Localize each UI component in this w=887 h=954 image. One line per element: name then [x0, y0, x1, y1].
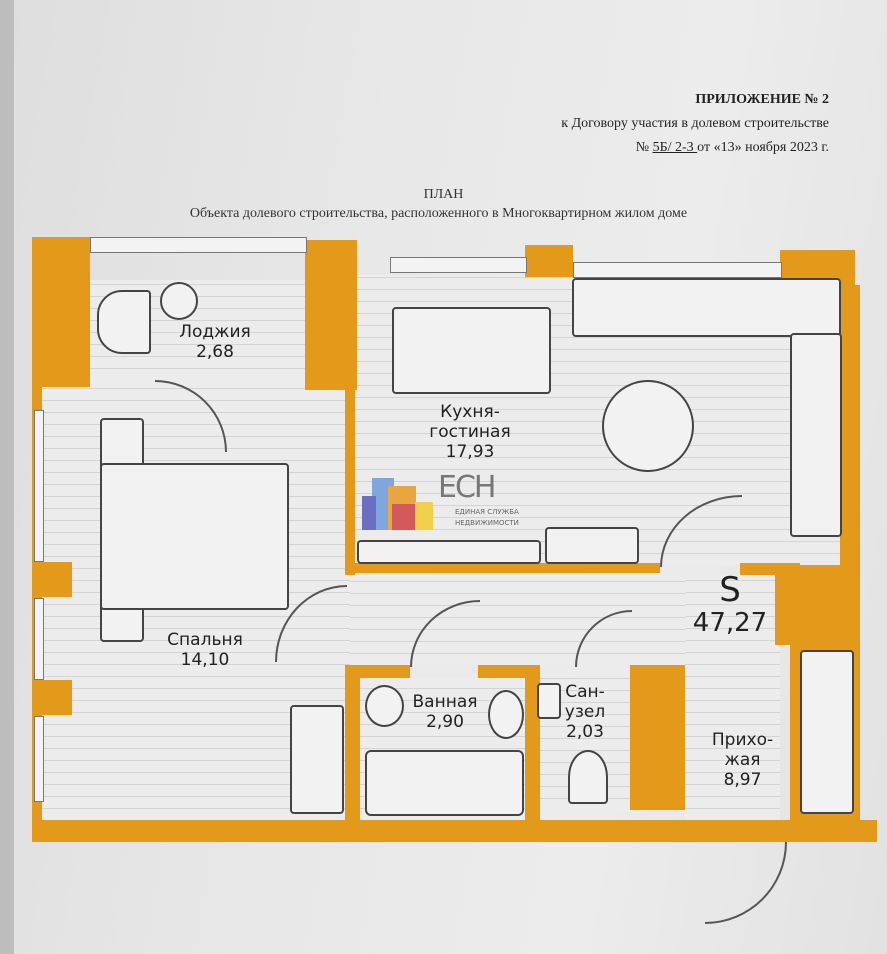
- page-edge-shadow: [0, 0, 14, 954]
- wall: [630, 665, 685, 810]
- contract-date: от «13» ноября 2023 г.: [697, 140, 829, 155]
- window: [34, 598, 44, 680]
- window: [90, 237, 307, 253]
- watermark-line2: НЕДВИЖИМОСТИ: [455, 519, 519, 527]
- room-area: 2,90: [426, 712, 464, 732]
- wall: [775, 565, 860, 645]
- room-area: 14,10: [180, 650, 230, 670]
- total-symbol: S: [719, 570, 741, 610]
- wall: [345, 665, 410, 678]
- kitchen-counter-top: [572, 278, 841, 337]
- window: [573, 262, 782, 278]
- room-name: Кухня- гостиная: [429, 402, 511, 442]
- toilet: [568, 750, 608, 804]
- room-area: 17,93: [445, 442, 495, 462]
- wall: [305, 240, 357, 390]
- watermark: ЕСН ЕДИНАЯ СЛУЖБА НЕДВИЖИМОСТИ: [360, 470, 540, 540]
- watermark-house-icon: [362, 478, 433, 530]
- tv-stand: [357, 540, 541, 564]
- window: [34, 716, 44, 802]
- wall: [525, 665, 540, 825]
- wall: [525, 245, 573, 277]
- loggia-chair: [97, 290, 151, 354]
- number-sign: №: [635, 140, 650, 155]
- washing-machine: [365, 685, 404, 727]
- dining-table: [602, 380, 694, 472]
- wall: [345, 665, 360, 825]
- wall: [478, 665, 540, 678]
- room-area: 2,68: [196, 342, 234, 362]
- loggia-table: [160, 282, 198, 320]
- wall: [345, 390, 355, 575]
- wc-sink: [537, 683, 561, 719]
- room-name: Прихо- жая: [711, 730, 774, 770]
- watermark-line1: ЕДИНАЯ СЛУЖБА: [455, 508, 519, 516]
- entrance-door: [705, 842, 787, 924]
- total-area-value: 47,27: [692, 608, 768, 638]
- radiator: [545, 527, 639, 564]
- wall: [32, 562, 72, 597]
- room-name: Спальня: [167, 630, 243, 650]
- appendix-line1: к Договору участия в долевом строительст…: [561, 116, 829, 131]
- window: [34, 410, 44, 562]
- contract-number: 5Б/ 2-3: [652, 140, 698, 155]
- bathtub: [365, 750, 524, 816]
- wall: [32, 237, 90, 387]
- room-name: Сан- узел: [564, 682, 606, 722]
- kitchen-counter-side: [790, 333, 842, 537]
- window: [390, 257, 527, 273]
- plan-subtitle: Объекта долевого строительства, располож…: [189, 206, 688, 221]
- wall: [345, 563, 660, 573]
- room-name: Лоджия: [179, 322, 251, 342]
- room-area: 2,03: [566, 722, 604, 742]
- bedroom-wardrobe: [290, 705, 344, 814]
- sofa: [392, 307, 551, 394]
- wall: [32, 680, 72, 715]
- room-area: 8,97: [723, 770, 762, 790]
- appendix-line2: № 5Б/ 2-3 от «13» ноября 2023 г.: [636, 140, 829, 156]
- appendix-title: ПРИЛОЖЕНИЕ № 2: [695, 92, 829, 107]
- hall-wardrobe: [800, 650, 854, 814]
- plan-title: ПЛАН: [423, 187, 464, 202]
- bed: [100, 463, 289, 610]
- wall: [32, 820, 877, 842]
- hall-floor: [685, 575, 780, 820]
- watermark-logo: ЕСН: [438, 470, 496, 505]
- room-name: Ванная: [412, 692, 478, 712]
- bath-sink: [488, 690, 524, 739]
